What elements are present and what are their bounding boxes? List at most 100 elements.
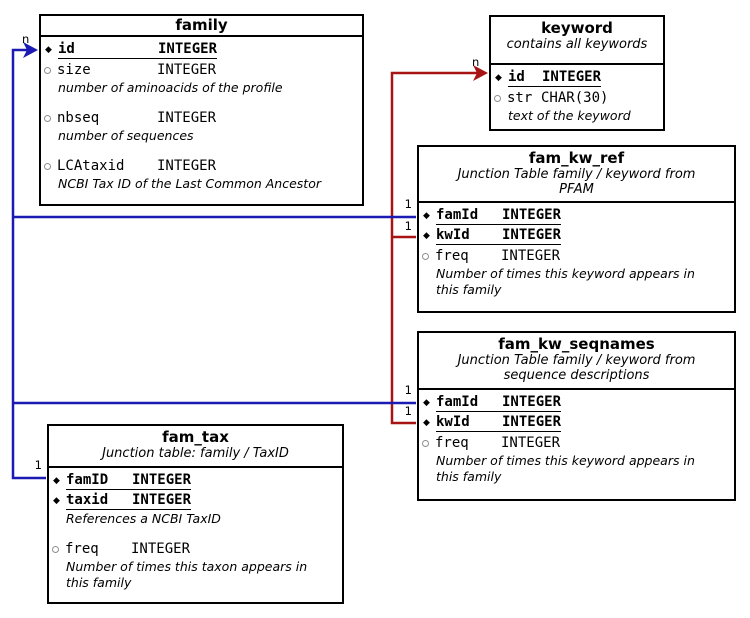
multiplicity-label: 1	[404, 383, 412, 397]
multiplicity-label: 1	[404, 219, 412, 233]
optional-field-icon	[43, 156, 57, 176]
table-header: family	[41, 16, 362, 37]
field-definition: str CHAR(30)	[507, 90, 608, 107]
field-type: INTEGER	[157, 109, 217, 126]
field-type: INTEGER	[158, 41, 218, 57]
table-subtitle-line: PFAM	[559, 182, 594, 197]
field-description: Number of times this keyword appears in	[436, 453, 695, 468]
field-type: INTEGER	[132, 492, 192, 508]
field-name: id	[508, 69, 525, 85]
table-header: fam_tax Junction table: family / TaxID	[49, 426, 342, 468]
field-row: ◆ famId INTEGER	[421, 206, 732, 226]
field-type: INTEGER	[542, 69, 602, 85]
table-title: fam_kw_seqnames	[498, 335, 655, 353]
table-header: fam_kw_ref Junction Table family / keywo…	[419, 147, 734, 203]
table-header: fam_kw_seqnames Junction Table family / …	[419, 333, 734, 390]
relation-line-keyword	[390, 71, 478, 425]
field-row: ◆ famId INTEGER	[421, 393, 732, 413]
field-definition: famID INTEGER	[66, 472, 192, 490]
field-definition: freq INTEGER	[435, 248, 560, 265]
field-description: this family	[436, 469, 502, 484]
field-row: str CHAR(30)	[493, 88, 661, 108]
primary-key-icon: ◆	[423, 398, 430, 408]
field-description: Number of times this keyword appears in	[436, 266, 695, 281]
field-name: famId	[436, 207, 479, 223]
optional-field-icon	[51, 539, 65, 559]
table-header: keyword contains all keywords	[491, 17, 663, 65]
field-name: taxid	[66, 492, 109, 508]
field-name: kwId	[436, 414, 470, 430]
field-type: INTEGER	[502, 227, 562, 243]
multiplicity-label: n	[22, 32, 30, 46]
field-name: str	[507, 89, 533, 106]
field-description: NCBI Tax ID of the Last Common Ancestor	[58, 176, 321, 191]
table-fam-kw-ref: fam_kw_ref Junction Table family / keywo…	[417, 145, 736, 313]
table-title: family	[175, 16, 228, 34]
primary-key-icon: ◆	[423, 418, 430, 428]
field-type: INTEGER	[501, 247, 561, 264]
primary-key-icon: ◆	[53, 476, 60, 486]
field-row: ◆ famID INTEGER	[51, 471, 340, 491]
optional-field-icon	[421, 433, 435, 453]
field-name: freq	[435, 247, 469, 264]
table-title: keyword	[541, 19, 613, 37]
table-subtitle: contains all keywords	[491, 37, 663, 52]
field-definition: taxid INTEGER	[66, 492, 192, 510]
relation-line-family	[11, 48, 46, 480]
field-name: famId	[436, 394, 479, 410]
field-definition: freq INTEGER	[435, 435, 560, 452]
field-description: number of aminoacids of the profile	[58, 80, 283, 95]
table-subtitle-line: Junction Table family / keyword from	[457, 167, 696, 182]
field-type: CHAR(30)	[541, 89, 609, 106]
field-type: INTEGER	[131, 540, 191, 557]
field-row: ◆ kwId INTEGER	[421, 413, 732, 433]
field-type: INTEGER	[132, 472, 192, 488]
table-subtitle-line: Junction table: family / TaxID	[102, 446, 289, 461]
field-definition: id INTEGER	[508, 69, 602, 87]
multiplicity-label: 1	[34, 458, 42, 472]
table-subtitle: Junction table: family / TaxID	[49, 446, 342, 461]
field-name: LCAtaxid	[57, 157, 125, 174]
multiplicity-label: 1	[404, 404, 412, 418]
field-definition: LCAtaxid INTEGER	[57, 158, 216, 175]
field-row: freq INTEGER	[51, 539, 340, 559]
optional-field-icon	[493, 88, 507, 108]
field-row: freq INTEGER	[421, 246, 732, 266]
table-title: fam_kw_ref	[528, 149, 625, 167]
field-description: References a NCBI TaxID	[66, 511, 221, 526]
field-name: freq	[435, 434, 469, 451]
field-type: INTEGER	[157, 157, 217, 174]
field-type: INTEGER	[501, 434, 561, 451]
field-name: famID	[66, 472, 109, 488]
multiplicity-label: n	[472, 55, 480, 69]
field-type: INTEGER	[502, 394, 562, 410]
field-description: this family	[436, 282, 502, 297]
optional-field-icon	[43, 108, 57, 128]
field-description: text of the keyword	[508, 108, 631, 123]
field-definition: freq INTEGER	[65, 541, 190, 558]
field-name: freq	[65, 540, 99, 557]
primary-key-icon: ◆	[423, 211, 430, 221]
arrowhead-keyword	[473, 65, 488, 81]
field-definition: famId INTEGER	[436, 394, 562, 412]
primary-key-icon: ◆	[45, 45, 52, 55]
table-fam-tax: fam_tax Junction table: family / TaxID ◆…	[47, 424, 344, 604]
field-type: INTEGER	[502, 414, 562, 430]
field-type: INTEGER	[502, 207, 562, 223]
